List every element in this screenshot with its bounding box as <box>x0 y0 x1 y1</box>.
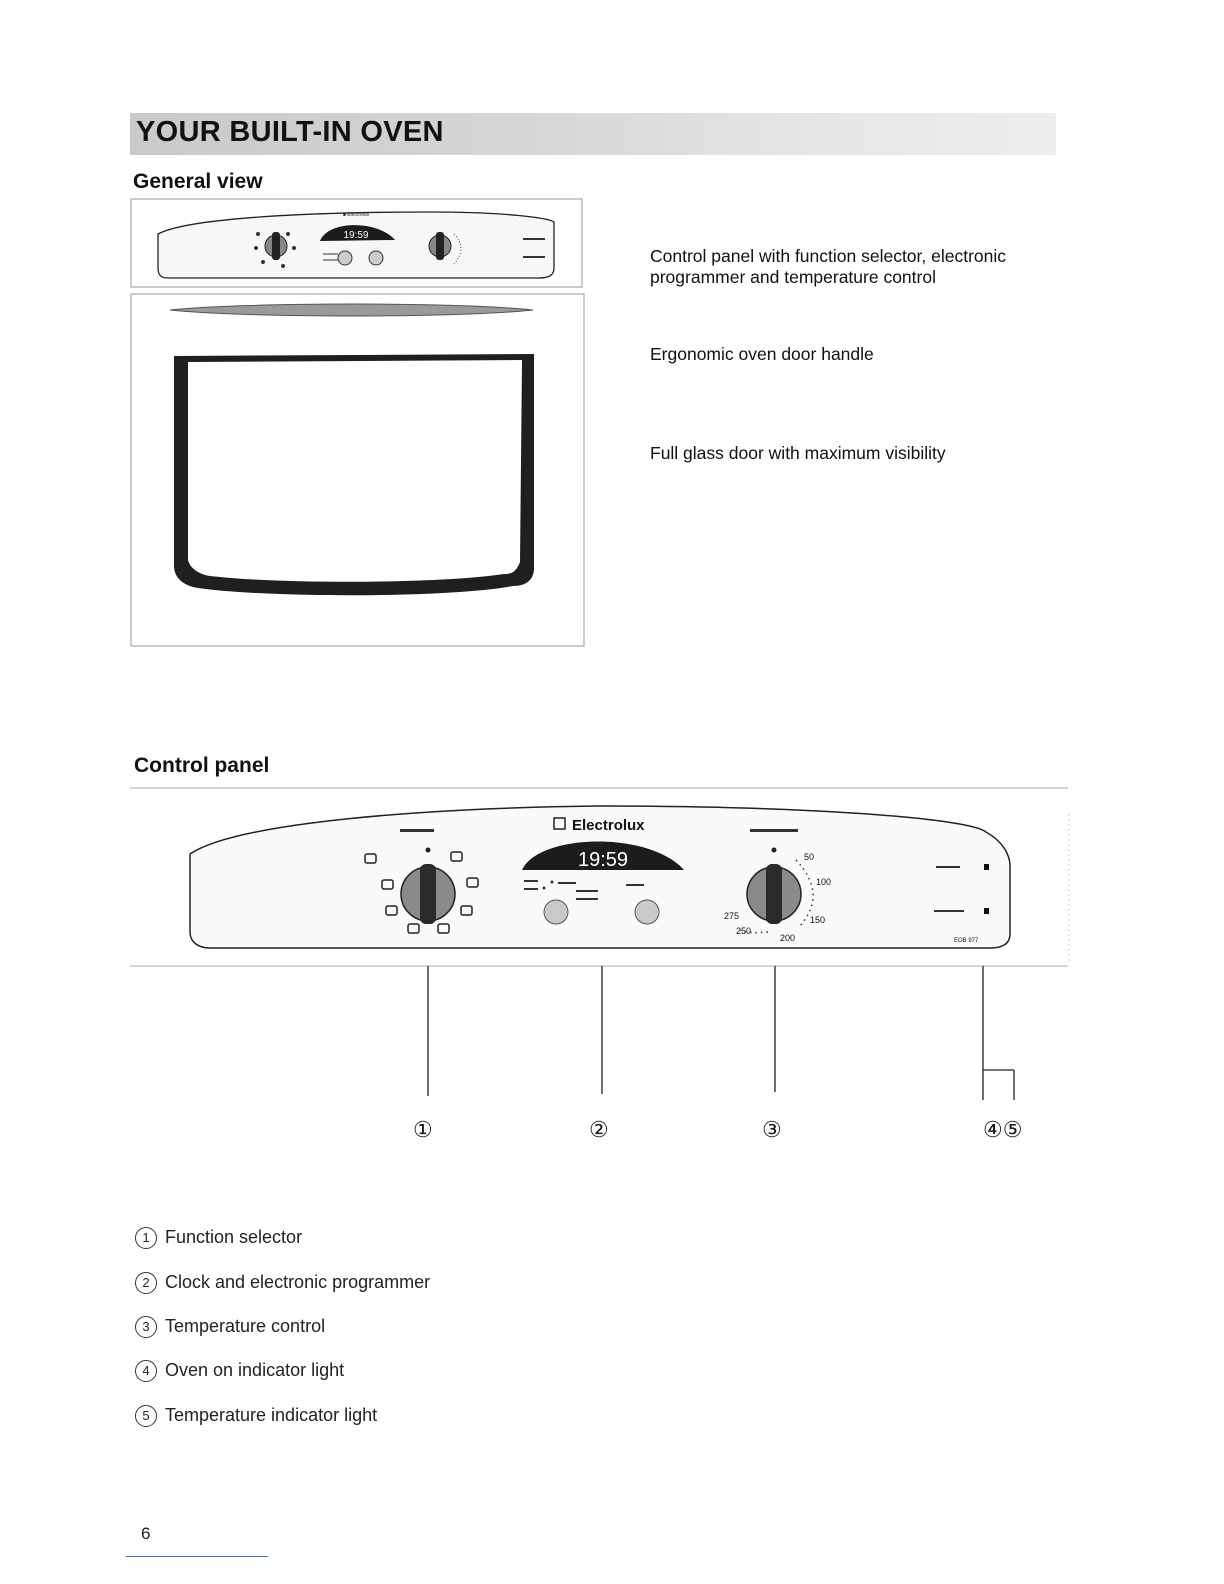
description-control-panel: Control panel with function selector, el… <box>650 246 1007 287</box>
general-view-heading: General view <box>133 170 263 193</box>
title-banner <box>130 113 1056 155</box>
callout-2: ② <box>589 1117 609 1142</box>
control-panel-display-time: 19:59 <box>578 849 628 871</box>
callout-4-5: ④⑤ <box>983 1117 1023 1142</box>
legend-item: 1 Function selector <box>135 1227 302 1249</box>
temperature-indicator-light <box>984 908 989 914</box>
model-label: EOB 977 <box>954 938 979 944</box>
page-number: 6 <box>141 1524 151 1543</box>
temp-label-200: 200 <box>780 933 795 943</box>
legend-item: 3 Temperature control <box>135 1316 325 1338</box>
svg-text:■ Electrolux: ■ Electrolux <box>343 212 370 218</box>
temp-label-250: 250 <box>736 926 751 936</box>
callout-3: ③ <box>762 1117 782 1142</box>
temp-label-50: 50 <box>804 852 814 862</box>
legend-number: 3 <box>135 1316 157 1338</box>
page-title: YOUR BUILT-IN OVEN <box>136 116 444 148</box>
oven-on-indicator-light <box>984 864 989 870</box>
legend-item: 2 Clock and electronic programmer <box>135 1272 430 1294</box>
temp-label-100: 100 <box>816 877 831 887</box>
description-door-handle: Ergonomic oven door handle <box>650 344 874 364</box>
legend-number: 5 <box>135 1405 157 1427</box>
legend-text: Temperature indicator light <box>165 1405 378 1425</box>
legend-item: 4 Oven on indicator light <box>135 1360 344 1382</box>
callout-1: ① <box>413 1117 433 1142</box>
legend-number: 4 <box>135 1360 157 1382</box>
callout-lines <box>427 966 1015 1100</box>
legend-text: Function selector <box>165 1227 303 1247</box>
oven-general-view-illustration: 19:59 ■ Electrolux <box>130 198 585 647</box>
legend-number: 1 <box>135 1227 157 1249</box>
legend-text: Clock and electronic programmer <box>165 1272 431 1292</box>
legend-item: 5 Temperature indicator light <box>135 1405 377 1427</box>
legend-number: 2 <box>135 1272 157 1294</box>
footer-rule <box>126 1556 268 1557</box>
control-panel-heading: Control panel <box>134 754 270 777</box>
legend-text: Oven on indicator light <box>165 1360 345 1380</box>
legend-text: Temperature control <box>165 1316 326 1336</box>
small-display-time: 19:59 <box>343 230 368 241</box>
brand-logo: Electrolux <box>572 817 645 834</box>
control-panel-illustration: Electrolux 19:59 50 100 150 200 250 275 … <box>130 787 1070 967</box>
temp-label-150: 150 <box>810 915 825 925</box>
temp-label-275: 275 <box>724 911 739 921</box>
description-glass-door: Full glass door with maximum visibility <box>650 443 946 463</box>
